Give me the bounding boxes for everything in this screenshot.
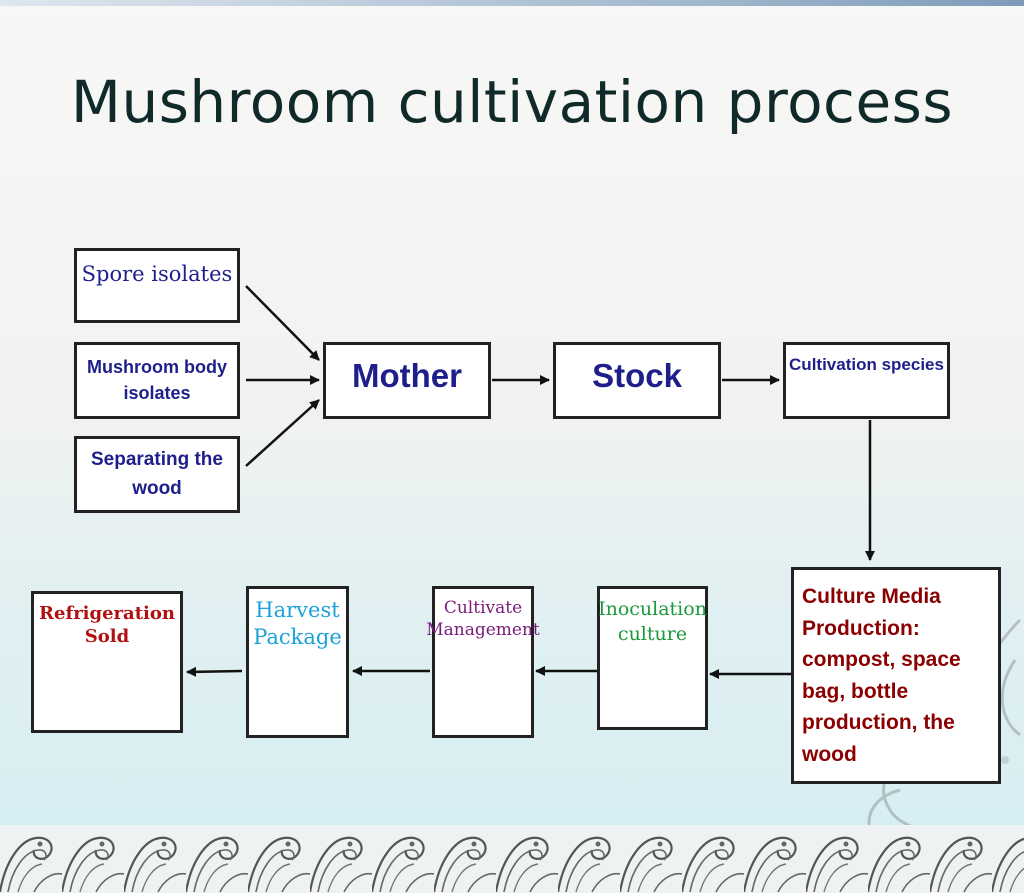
separating-wood-box: Separating the wood	[74, 436, 240, 513]
inoculation-culture-label: Inoculation culture	[598, 598, 707, 645]
refrigeration-sold-label: Refrigeration Sold	[39, 603, 175, 648]
stock-label: Stock	[592, 357, 682, 394]
cultivation-species-box: Cultivation species	[783, 342, 950, 419]
arrow-wood-to-mother	[245, 399, 320, 467]
harvest-package-label: Harvest Package	[253, 598, 342, 650]
harvest-package-box: Harvest Package	[246, 586, 349, 738]
arrow-spore-to-mother	[245, 285, 320, 361]
top-accent-bar	[0, 0, 1024, 6]
inoculation-culture-box: Inoculation culture	[597, 586, 708, 730]
arrow-harvest-to-refrigeration	[186, 666, 243, 677]
cultivation-species-label: Cultivation species	[789, 355, 944, 374]
spore-isolates-label: Spore isolates	[81, 262, 233, 286]
refrigeration-sold-box: Refrigeration Sold	[31, 591, 183, 733]
cultivate-management-label: Cultivate Management	[426, 598, 540, 641]
spore-isolates-box: Spore isolates	[74, 248, 240, 323]
stock-box: Stock	[553, 342, 721, 419]
culture-media-box: Culture Media Production: compost, space…	[791, 567, 1001, 784]
mushroom-body-isolates-box: Mushroom body isolates	[74, 342, 240, 419]
culture-media-label: Culture Media Production: compost, space…	[802, 585, 961, 766]
mushroom-body-isolates-label: Mushroom body isolates	[87, 357, 227, 403]
page-title: Mushroom cultivation process	[70, 68, 954, 136]
cultivate-management-box: Cultivate Management	[426, 586, 540, 738]
mother-box: Mother	[323, 342, 491, 419]
mother-label: Mother	[352, 357, 462, 394]
separating-wood-label: Separating the wood	[91, 449, 223, 499]
